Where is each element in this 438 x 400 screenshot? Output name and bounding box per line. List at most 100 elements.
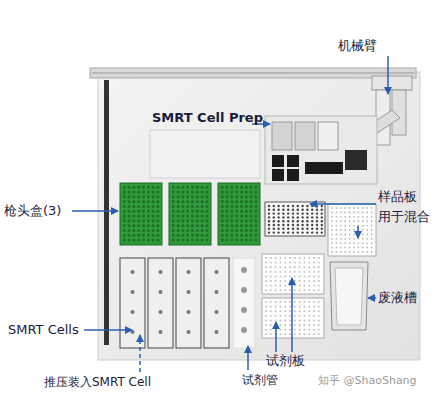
well (275, 280, 277, 282)
smrt-cell (187, 290, 191, 294)
well (265, 324, 267, 326)
smrt-cell (215, 290, 219, 294)
tip-hole (196, 205, 199, 208)
well (308, 266, 310, 268)
well (289, 320, 291, 322)
well (353, 216, 355, 218)
tip-hole (128, 239, 131, 242)
well (318, 271, 320, 273)
tip-hole (235, 191, 238, 194)
tip-hole (221, 220, 224, 223)
well (280, 266, 282, 268)
well (318, 285, 320, 287)
well (331, 212, 333, 214)
leader-line (84, 329, 132, 331)
tip-hole (245, 229, 248, 232)
well (340, 207, 342, 209)
well (340, 212, 342, 214)
well (270, 306, 272, 308)
well (282, 216, 284, 218)
well (275, 320, 277, 322)
tip-hole (182, 220, 185, 223)
well (353, 229, 355, 231)
prep-slot (287, 155, 299, 167)
well (344, 216, 346, 218)
tip-hole (186, 210, 189, 213)
tip-hole (245, 186, 248, 189)
well (299, 289, 301, 291)
tip-hole (191, 210, 194, 213)
well (321, 224, 323, 226)
tip-hole (147, 205, 150, 208)
well (270, 285, 272, 287)
tip-hole (221, 186, 224, 189)
well (308, 276, 310, 278)
well (297, 209, 299, 211)
well (358, 216, 360, 218)
well (313, 329, 315, 331)
leader-line (387, 56, 389, 94)
well (294, 285, 296, 287)
well (371, 238, 373, 240)
well (353, 242, 355, 244)
well (349, 207, 351, 209)
tip-hole (172, 234, 175, 237)
well (289, 333, 291, 335)
tip-hole (221, 196, 224, 199)
well (268, 220, 270, 222)
well (344, 229, 346, 231)
tip-hole (226, 196, 229, 199)
tip-hole (152, 220, 155, 223)
tip-hole (196, 210, 199, 213)
left-rail (104, 80, 109, 345)
well (270, 310, 272, 312)
smrt-cell (215, 310, 219, 314)
well (313, 271, 315, 273)
well (280, 329, 282, 331)
tip-hole (231, 191, 234, 194)
well (344, 251, 346, 253)
well (362, 229, 364, 231)
tip-hole (191, 200, 194, 203)
tip-hole (255, 215, 258, 218)
tip-hole (123, 229, 126, 232)
tip-hole (186, 200, 189, 203)
well (313, 280, 315, 282)
tip-hole (255, 239, 258, 242)
tip-hole (250, 234, 253, 237)
tip-hole (191, 239, 194, 242)
watermark: 知乎 @ShaoShang (318, 373, 417, 389)
well (265, 320, 267, 322)
well (366, 247, 368, 249)
well (289, 266, 291, 268)
leader-line (310, 203, 376, 205)
well (306, 231, 308, 233)
well (289, 262, 291, 264)
well (280, 301, 282, 303)
tip-hole (123, 239, 126, 242)
tip-hole (226, 191, 229, 194)
well (313, 301, 315, 303)
well (299, 315, 301, 317)
well (284, 280, 286, 282)
tip-hole (245, 205, 248, 208)
reagent-plate (262, 254, 324, 294)
well (331, 216, 333, 218)
tip-hole (245, 210, 248, 213)
well (304, 315, 306, 317)
tip-hole (147, 196, 150, 199)
tip-hole (226, 210, 229, 213)
well (306, 205, 308, 207)
reagent-tube (241, 327, 247, 333)
well (282, 231, 284, 233)
tip-hole (255, 196, 258, 199)
tip-hole (152, 234, 155, 237)
well (273, 220, 275, 222)
tip-hole (231, 200, 234, 203)
tip-hole (186, 215, 189, 218)
tip-hole (182, 191, 185, 194)
well (336, 242, 338, 244)
well (265, 280, 267, 282)
part-label: 用于混合 (378, 209, 430, 225)
tip-hole (123, 196, 126, 199)
